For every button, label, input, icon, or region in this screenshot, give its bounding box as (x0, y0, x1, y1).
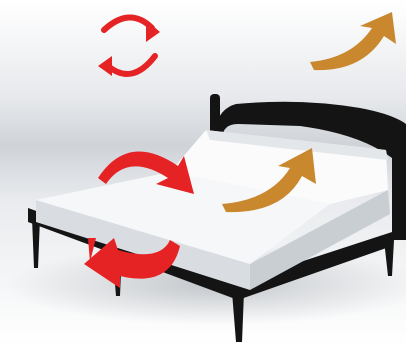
bed-illustration (0, 0, 406, 347)
adjustable-bed-scene (0, 0, 406, 347)
